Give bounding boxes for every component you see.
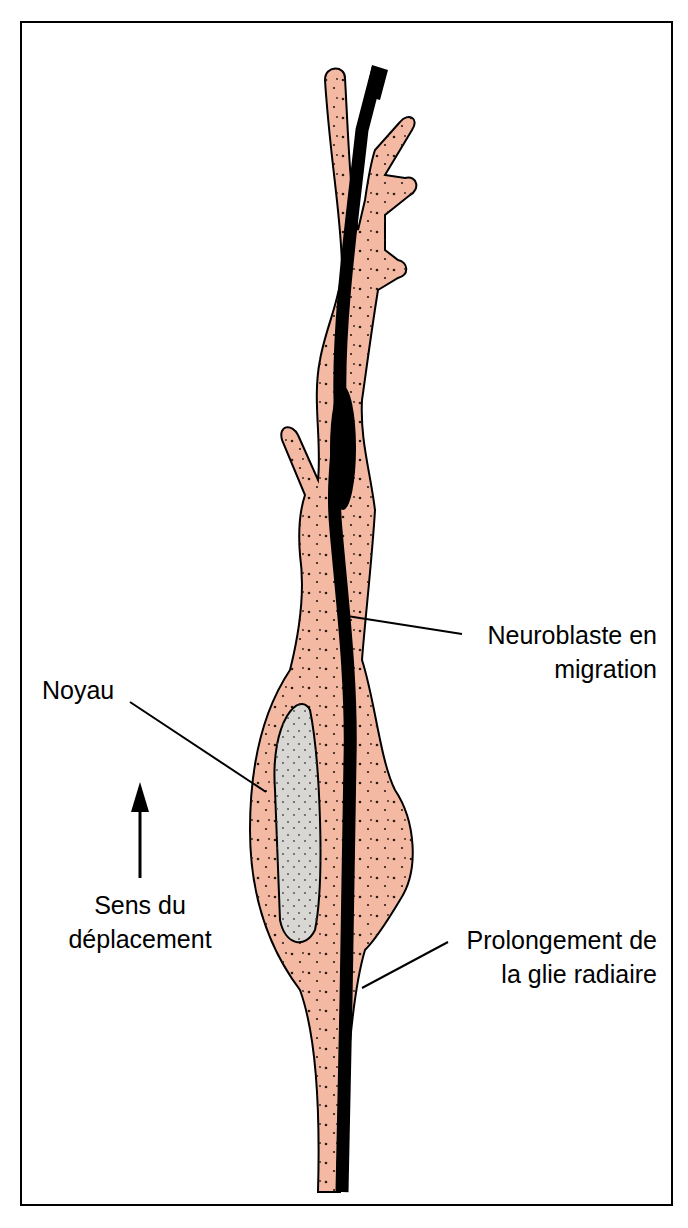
cell-label: Neuroblaste en migration [462, 618, 657, 686]
nucleus-label: Noyau [42, 673, 162, 707]
cell-stipple [250, 68, 416, 1192]
glia-label: Prolongement de la glie radiaire [452, 923, 657, 991]
nucleus [274, 704, 320, 942]
direction-arrow [131, 782, 149, 878]
radial-glia-fiber [330, 65, 388, 1192]
direction-label: Sens du déplacement [55, 888, 225, 956]
neuroblast-cell [250, 68, 416, 1192]
cell-body [250, 68, 416, 1192]
frame [21, 22, 672, 1205]
